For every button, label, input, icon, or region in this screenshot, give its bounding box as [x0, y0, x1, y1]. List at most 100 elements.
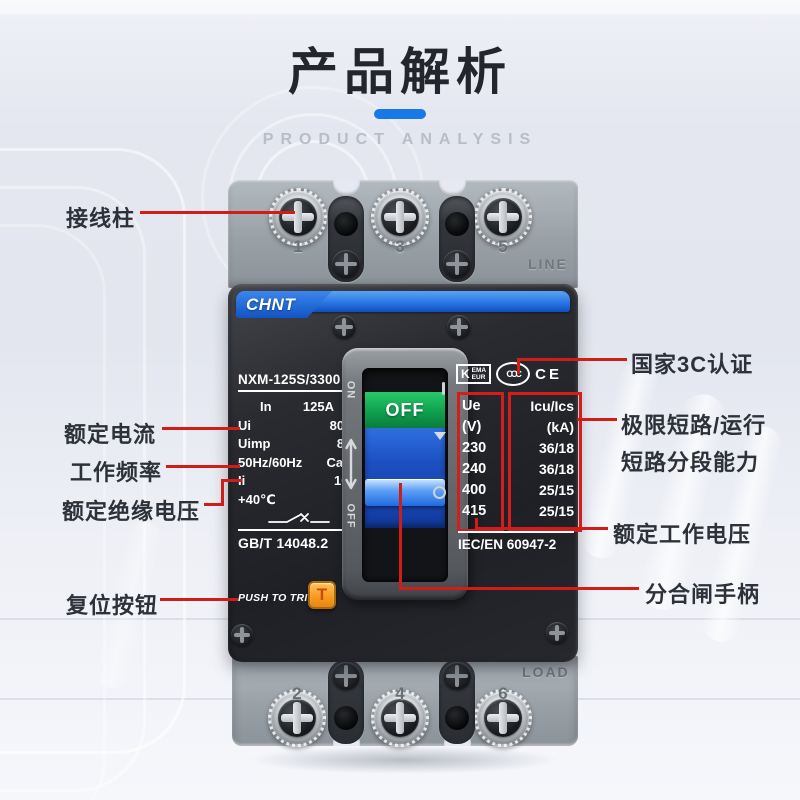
kema-keur-mark: K EMA EUR	[456, 364, 492, 384]
phillips-screw-icon	[279, 198, 317, 236]
ue-value: 230	[462, 440, 487, 456]
ce-mark: CE	[535, 365, 562, 383]
ue-unit: (V)	[462, 419, 482, 435]
terminal-screw-3[interactable]	[371, 188, 429, 246]
phase-barrier-slot	[328, 196, 364, 282]
off-state-text: OFF	[385, 399, 425, 420]
phase-barrier-slot	[439, 660, 475, 744]
clamp-screw-icon	[332, 662, 360, 690]
ue-value: 400	[462, 482, 487, 498]
handle-bezel: ON OFF OFF	[342, 348, 468, 600]
phillips-screw-icon	[484, 198, 522, 236]
title-accent-bar	[374, 109, 426, 119]
spec-value: 125A	[302, 399, 334, 414]
cert-divider	[458, 531, 574, 533]
spec-key: In	[260, 399, 272, 414]
clamp-screw-icon	[332, 250, 360, 278]
callout-line	[162, 427, 240, 430]
callout-line	[166, 465, 240, 468]
off-indicator-window: OFF	[365, 392, 445, 428]
terminal-screw-4[interactable]	[371, 689, 429, 747]
icu-value: 25/15	[538, 503, 574, 519]
face-screw-icon	[447, 315, 471, 339]
callout-line	[160, 598, 238, 601]
spec-key: Ui	[238, 417, 251, 433]
breaking-capacity-column: Icu/Ics (kA) 36/18 36/18 25/15 25/15	[510, 396, 574, 522]
background-swoosh	[0, 148, 186, 754]
callout-working-voltage: 额定工作电压	[613, 522, 752, 547]
phillips-screw-icon	[278, 699, 316, 737]
line-side-label: LINE	[528, 256, 568, 272]
ccc-mark: CCC	[496, 362, 531, 386]
callout-line	[140, 211, 295, 214]
toggle-handle[interactable]	[365, 428, 445, 528]
spec-row: In 125A	[238, 398, 360, 417]
phillips-screw-icon	[381, 198, 419, 236]
callout-line	[517, 358, 520, 374]
callout-terminal: 接线柱	[66, 206, 136, 231]
callout-line	[517, 358, 627, 361]
terminal-hole	[445, 706, 469, 730]
callout-line	[221, 479, 224, 506]
scale-mark	[442, 382, 445, 395]
ue-value: 240	[462, 461, 487, 477]
icu-value: 25/15	[538, 482, 574, 498]
mount-notch	[333, 180, 360, 195]
kema-k: K	[461, 367, 470, 381]
certification-marks: K EMA EUR CCC CE	[456, 362, 576, 386]
terminal-hole	[334, 706, 358, 730]
callout-handle: 分合闸手柄	[645, 582, 761, 607]
breaker-body: CHNT NXM-125S/3300 In 125A Ui 800V Uim	[228, 284, 582, 662]
terminal-number: 4	[395, 684, 405, 703]
breaker-shadow	[248, 746, 560, 774]
circuit-breaker: 1 3 5 LINE 2 4 6 LOAD	[228, 180, 582, 750]
callout-line	[475, 518, 478, 530]
terminal-screw-6[interactable]	[474, 689, 532, 747]
terminal-number: 1	[293, 237, 303, 256]
page-title: 产品解析	[288, 44, 512, 100]
callout-line	[577, 418, 617, 421]
terminal-number: 2	[292, 684, 302, 703]
clamp-screw-icon	[443, 662, 471, 690]
icu-header: Icu/Ics	[530, 398, 574, 414]
callout-frequency: 工作频率	[70, 460, 163, 485]
icu-unit: (kA)	[546, 419, 574, 435]
voltage-column: Ue (V) 230 240 400 415	[462, 396, 496, 522]
spec-key: +40℃	[238, 491, 276, 507]
handle-recess: OFF	[362, 368, 448, 582]
terminal-hole	[445, 212, 469, 236]
trip-test-button[interactable]: T	[308, 581, 336, 609]
face-screw-icon	[231, 624, 253, 646]
callout-line	[204, 503, 224, 506]
background-swoosh	[0, 186, 146, 792]
brand-logo-text: CHNT	[246, 294, 296, 314]
callout-line	[399, 587, 639, 590]
handle-grip[interactable]	[365, 480, 445, 506]
phillips-screw-icon	[484, 699, 522, 737]
callout-breaking-capacity-1: 极限短路/运行	[621, 413, 767, 438]
terminal-screw-5[interactable]	[474, 188, 532, 246]
toggle-direction-arrow-icon	[344, 436, 358, 497]
terminal-number: 3	[395, 237, 405, 256]
icu-value: 36/18	[538, 461, 574, 477]
callout-rated-current: 额定电流	[64, 422, 157, 447]
on-position-label: ON	[344, 380, 357, 400]
off-position-label: OFF	[344, 503, 357, 529]
clamp-screw-icon	[443, 250, 471, 278]
mount-notch	[439, 180, 466, 195]
terminal-screw-2[interactable]	[268, 689, 326, 747]
ue-value: 415	[462, 503, 487, 519]
terminal-screw-1[interactable]	[269, 188, 327, 246]
terminal-number: 5	[498, 237, 508, 256]
terminal-number: 6	[498, 684, 508, 703]
capacity-highlight-box	[508, 392, 582, 532]
iec-standard: IEC/EN 60947-2	[458, 537, 557, 552]
phase-barrier-slot	[328, 660, 364, 744]
terminal-hole	[334, 212, 358, 236]
ue-header: Ue	[462, 398, 481, 414]
kema-eur: EUR	[471, 374, 486, 381]
callout-reset-button: 复位按钮	[66, 593, 159, 618]
callout-ccc-cert: 国家3C认证	[631, 352, 754, 377]
face-screw-icon	[546, 622, 568, 644]
